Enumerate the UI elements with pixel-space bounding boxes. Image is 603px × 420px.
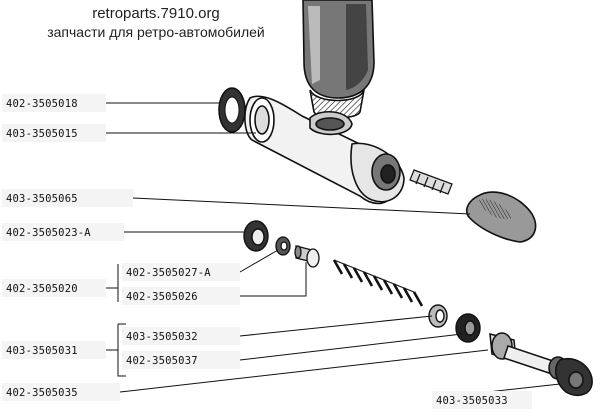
label-403-3505065: 403-3505065 [6, 193, 78, 205]
seal-part [455, 313, 481, 343]
label-402-3505018: 402-3505018 [6, 98, 78, 110]
site-name: retroparts.7910.org [92, 5, 220, 22]
label-403-3505032: 403-3505032 [126, 331, 198, 343]
cup-part [428, 304, 448, 328]
label-403-3505031: 403-3505031 [6, 345, 78, 357]
label-402-3505023-a: 402-3505023-A [6, 227, 91, 239]
valve-part [294, 245, 320, 268]
seal-ring-part [218, 87, 246, 133]
label-402-3505020: 402-3505020 [6, 283, 78, 295]
end-cap-part [554, 357, 593, 397]
header: retroparts.7910.org запчасти для ретро-а… [6, 4, 306, 41]
pin-part [409, 169, 453, 195]
cap-part [243, 220, 269, 252]
label-402-3505026: 402-3505026 [126, 291, 198, 303]
part-labels: 402-3505018 403-3505015 403-3505065 402-… [2, 94, 532, 409]
label-402-3505035: 402-3505035 [6, 387, 78, 399]
label-402-3505037: 402-3505037 [126, 355, 198, 367]
label-403-3505033: 403-3505033 [436, 395, 508, 407]
reservoir [302, 0, 375, 119]
label-403-3505015: 403-3505015 [6, 128, 78, 140]
cylinder-body [244, 95, 405, 205]
small-ring-part [275, 236, 291, 256]
site-tagline: запчасти для ретро-автомобилей [47, 24, 265, 40]
boot-part [465, 191, 537, 243]
spring-part [332, 259, 424, 307]
label-402-3505027-a: 402-3505027-A [126, 267, 211, 279]
